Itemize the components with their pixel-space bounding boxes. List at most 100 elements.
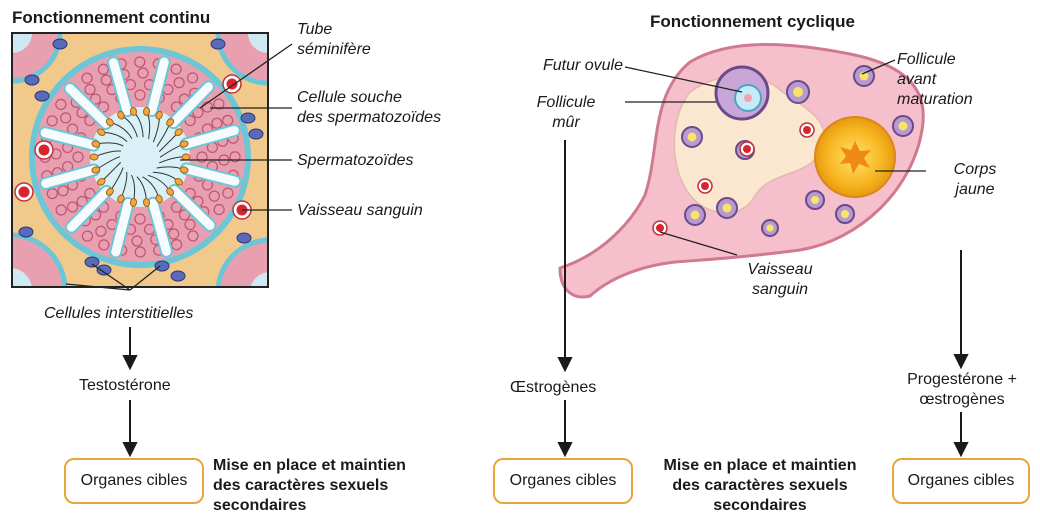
label-tube-line2: séminifère bbox=[297, 40, 371, 60]
ovary-vessel-lumen bbox=[803, 126, 811, 134]
label-tube-line1: Tube bbox=[297, 20, 371, 40]
effect-left-line2: des caractères sexuels bbox=[213, 476, 406, 496]
germ-cell bbox=[56, 99, 66, 109]
germ-cell bbox=[214, 205, 224, 215]
leydig-cell bbox=[53, 39, 67, 49]
corner-tube-br bbox=[218, 240, 322, 344]
sperm-head bbox=[182, 154, 190, 160]
germ-cell bbox=[101, 75, 111, 85]
leydig-cell bbox=[211, 39, 225, 49]
leydig-cell bbox=[241, 113, 255, 123]
label-corps-jaune-line2: jaune bbox=[930, 180, 1020, 200]
label-vaisseau-right: Vaisseau sanguin bbox=[735, 260, 825, 300]
ovary-vessel-lumen bbox=[743, 145, 751, 153]
germ-cell bbox=[188, 73, 198, 83]
follicle-oocyte bbox=[688, 133, 697, 142]
leydig-cell bbox=[97, 265, 111, 275]
label-vaisseau-right-line2: sanguin bbox=[735, 280, 825, 300]
effect-right-line2: des caractères sexuels bbox=[640, 476, 880, 496]
sperm-head bbox=[130, 107, 137, 116]
left-title: Fonctionnement continu bbox=[12, 8, 210, 28]
germ-cell bbox=[73, 152, 83, 162]
label-vaisseau-left: Vaisseau sanguin bbox=[297, 201, 423, 221]
germ-cell bbox=[96, 226, 106, 236]
sperm-head bbox=[130, 198, 137, 207]
germ-cell bbox=[82, 73, 92, 83]
label-spermatozoides: Spermatozoïdes bbox=[297, 151, 414, 171]
leydig-cell bbox=[35, 91, 49, 101]
sperm-head bbox=[90, 154, 98, 160]
germ-cell bbox=[135, 57, 145, 67]
germ-cell bbox=[56, 205, 66, 215]
germ-cell bbox=[47, 116, 57, 126]
follicle-oocyte bbox=[691, 211, 700, 220]
label-follicule-avant-line2: avant bbox=[897, 70, 1007, 90]
follicle-oocyte bbox=[766, 224, 773, 231]
label-follicule-avant-line3: maturation bbox=[897, 90, 1007, 110]
label-vaisseau-right-line1: Vaisseau bbox=[735, 260, 825, 280]
follicle-oocyte bbox=[899, 122, 908, 131]
effect-left-line3: secondaires bbox=[213, 496, 406, 516]
germ-cell bbox=[132, 236, 142, 246]
leydig-cell bbox=[85, 257, 99, 267]
germ-cell bbox=[47, 189, 57, 199]
label-cellule-souche: Cellule souche des spermatozoïdes bbox=[297, 88, 441, 128]
label-follicule-mur: Follicule mûr bbox=[509, 93, 623, 133]
germ-cell bbox=[209, 191, 219, 201]
germ-cell bbox=[169, 229, 179, 239]
right-title: Fonctionnement cyclique bbox=[650, 12, 855, 32]
leydig-cell bbox=[171, 271, 185, 281]
germ-cell bbox=[58, 186, 68, 196]
germ-cell bbox=[135, 247, 145, 257]
hormone-progesterone-line2: œstrogènes bbox=[892, 390, 1032, 410]
leydig-cell bbox=[19, 227, 33, 237]
germ-cell bbox=[171, 64, 181, 74]
germ-cell bbox=[61, 113, 71, 123]
follicle-oocyte bbox=[811, 196, 819, 204]
germ-cell bbox=[223, 115, 233, 125]
leydig-cell bbox=[237, 233, 251, 243]
label-corps-jaune-line1: Corps bbox=[930, 160, 1020, 180]
sperm-head bbox=[143, 107, 150, 116]
germ-cell bbox=[99, 240, 109, 250]
germ-cell bbox=[135, 90, 145, 100]
germ-cell bbox=[223, 188, 233, 198]
leydig-cell bbox=[249, 129, 263, 139]
target-box-left: Organes cibles bbox=[64, 458, 204, 504]
testis-section bbox=[0, 0, 322, 345]
ovary-vessel-lumen bbox=[701, 182, 709, 190]
effect-left-line1: Mise en place et maintien bbox=[213, 456, 406, 476]
germ-cell bbox=[212, 118, 222, 128]
germ-cell bbox=[85, 85, 95, 95]
leydig-cell bbox=[25, 75, 39, 85]
hormone-progesterone: Progestérone + œstrogènes bbox=[892, 370, 1032, 410]
sperm-head bbox=[143, 198, 150, 207]
effect-right-line1: Mise en place et maintien bbox=[640, 456, 880, 476]
target-box-right: Organes cibles bbox=[892, 458, 1030, 504]
label-futur-ovule: Futur ovule bbox=[509, 56, 623, 76]
germ-cell bbox=[188, 231, 198, 241]
label-corps-jaune: Corps jaune bbox=[930, 160, 1020, 200]
label-interstitielles: Cellules interstitielles bbox=[44, 304, 193, 324]
follicle-oocyte bbox=[841, 210, 849, 218]
label-follicule-avant-line1: Follicule bbox=[897, 50, 1007, 70]
germ-cell bbox=[68, 202, 78, 212]
label-follicule-avant: Follicule avant maturation bbox=[897, 50, 1007, 110]
hormone-oestrogenes: Œstrogènes bbox=[510, 378, 596, 398]
germ-cell bbox=[174, 78, 184, 88]
label-cellule-line2: des spermatozoïdes bbox=[297, 108, 441, 128]
germ-cell bbox=[185, 219, 195, 229]
germ-cell bbox=[98, 64, 108, 74]
effect-right: Mise en place et maintien des caractères… bbox=[640, 456, 880, 516]
ovary-vessel-lumen bbox=[656, 224, 664, 232]
label-tube: Tube séminifère bbox=[297, 20, 371, 60]
germ-cell bbox=[135, 214, 145, 224]
label-follicule-mur-line1: Follicule bbox=[509, 93, 623, 113]
label-follicule-mur-line2: mûr bbox=[509, 113, 623, 133]
germ-cell bbox=[138, 68, 148, 78]
vessel-lumen bbox=[19, 187, 30, 198]
vessel-lumen bbox=[39, 145, 50, 156]
effect-right-line3: secondaires bbox=[640, 496, 880, 516]
effect-left: Mise en place et maintien des caractères… bbox=[213, 456, 406, 516]
